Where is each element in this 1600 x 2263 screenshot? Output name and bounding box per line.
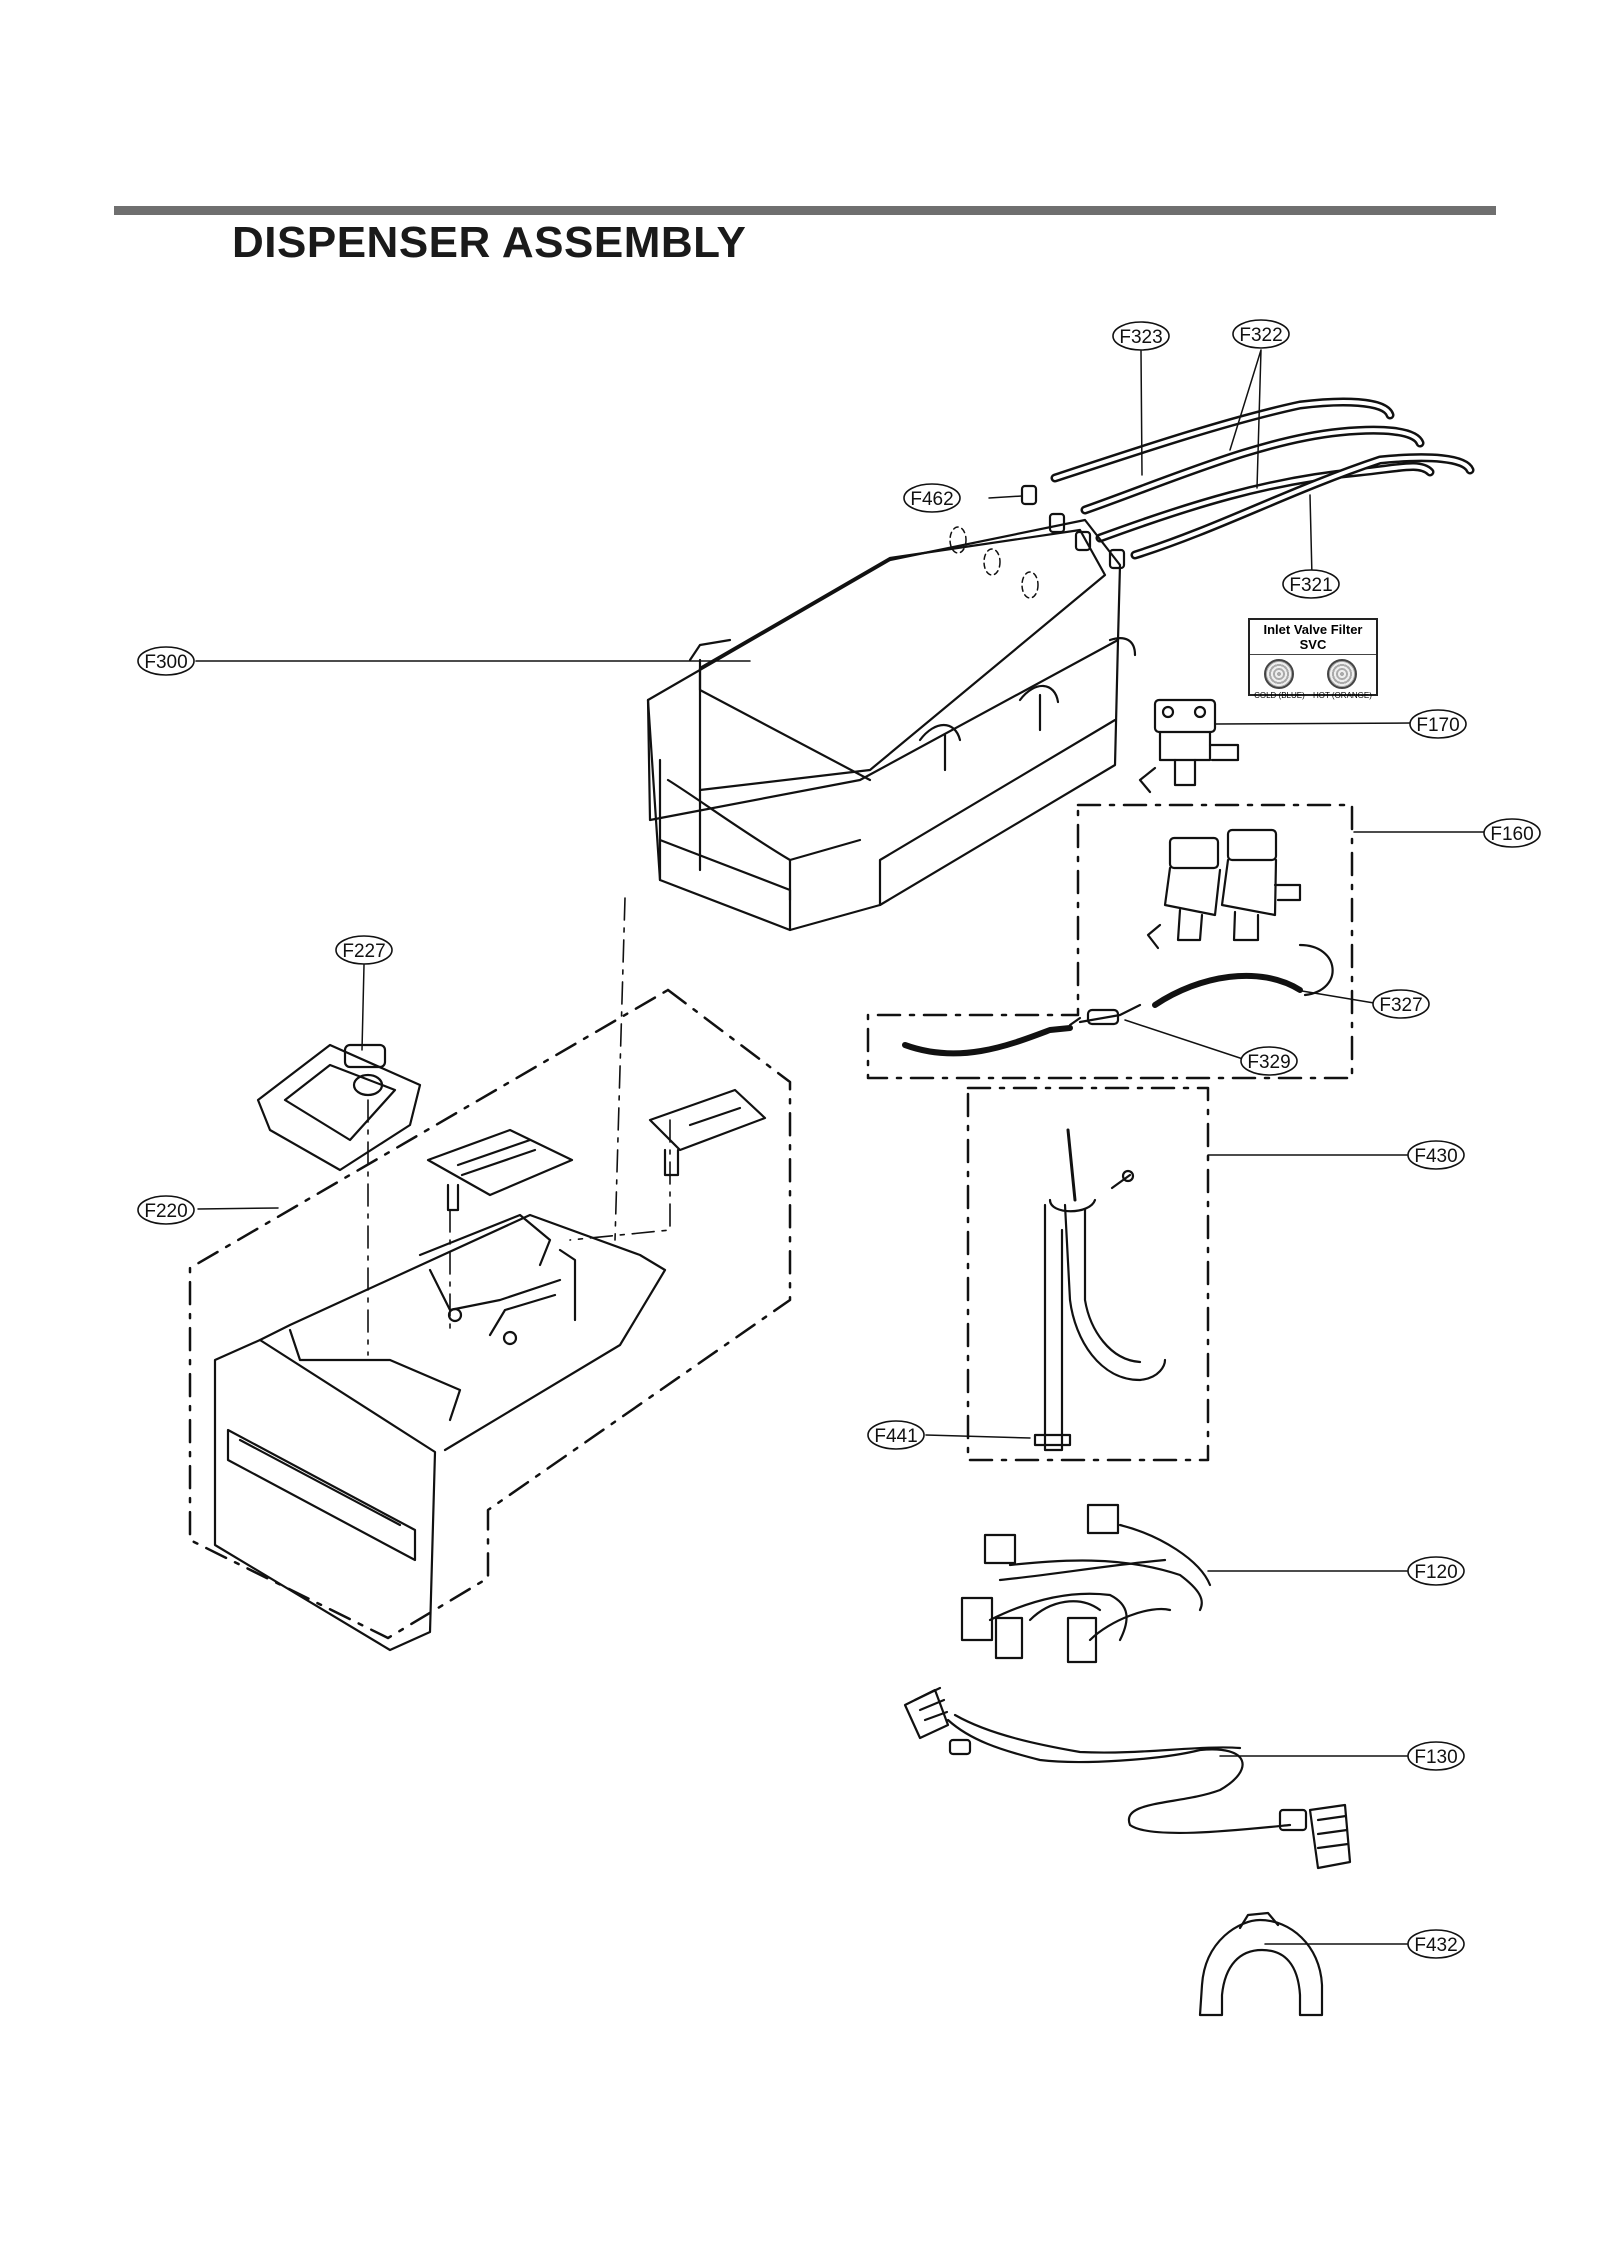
label-f322: F322 [1232, 319, 1290, 349]
label-f120: F120 [1407, 1556, 1465, 1586]
label-f327: F327 [1372, 989, 1430, 1019]
drawer-group-f220 [188, 988, 792, 1652]
label-f430: F430 [1407, 1140, 1465, 1170]
legend-cold: COLD (BLUE) [1254, 659, 1305, 700]
page-title: DISPENSER ASSEMBLY [232, 218, 747, 267]
svg-text:F321: F321 [1289, 575, 1332, 596]
filter-cold-icon [1264, 659, 1295, 689]
label-f323: F323 [1112, 321, 1170, 351]
svg-text:F130: F130 [1414, 1747, 1457, 1768]
hose-group-f430 [966, 1086, 1210, 1462]
hose-f323 [1050, 397, 1395, 483]
label-f160: F160 [1483, 818, 1541, 848]
legend-cold-label: COLD (BLUE) [1254, 691, 1305, 700]
svg-text:F120: F120 [1414, 1562, 1457, 1583]
clip-f432 [1198, 1911, 1324, 2017]
hose-f322-a [1080, 425, 1425, 515]
svg-text:F323: F323 [1119, 327, 1162, 348]
svg-text:F227: F227 [342, 941, 385, 962]
clamp-f462 [1020, 484, 1126, 570]
label-f441: F441 [867, 1420, 925, 1450]
dispenser-housing-f300 [646, 518, 1137, 932]
svg-text:F322: F322 [1239, 325, 1282, 346]
label-f220: F220 [137, 1195, 195, 1225]
label-f462: F462 [903, 483, 961, 513]
label-f170: F170 [1409, 709, 1467, 739]
label-f300: F300 [137, 646, 195, 676]
hose-f322-b [1095, 462, 1435, 543]
label-f329: F329 [1240, 1046, 1298, 1076]
label-f321: F321 [1282, 569, 1340, 599]
svg-text:F462: F462 [910, 489, 953, 510]
valve-f170 [1138, 698, 1240, 794]
legend-hot: HOT (ORANGE) [1313, 659, 1372, 700]
label-f432: F432 [1407, 1929, 1465, 1959]
inlet-valve-filter-legend: Inlet Valve Filter SVC COLD (BLUE) HOT (… [1248, 618, 1378, 700]
svg-text:F220: F220 [144, 1201, 187, 1222]
label-f227: F227 [335, 935, 393, 965]
cap-f227 [256, 1043, 422, 1172]
valve-group-f160 [866, 803, 1354, 1080]
harness-f120 [960, 1503, 1212, 1664]
svg-text:F430: F430 [1414, 1146, 1457, 1167]
filter-hot-icon [1327, 659, 1358, 689]
legend-hot-label: HOT (ORANGE) [1312, 691, 1372, 700]
svg-text:F300: F300 [144, 652, 187, 673]
svg-text:F170: F170 [1416, 715, 1459, 736]
svg-text:F432: F432 [1414, 1935, 1457, 1956]
hose-f321 [1130, 453, 1475, 560]
svg-text:F160: F160 [1490, 824, 1533, 845]
svg-text:F441: F441 [874, 1426, 917, 1447]
header-rule [114, 206, 1496, 215]
legend-title: Inlet Valve Filter SVC [1250, 620, 1376, 655]
svg-text:F327: F327 [1379, 995, 1422, 1016]
svg-text:F329: F329 [1247, 1052, 1290, 1073]
label-f130: F130 [1407, 1741, 1465, 1771]
harness-f130 [903, 1686, 1352, 1870]
